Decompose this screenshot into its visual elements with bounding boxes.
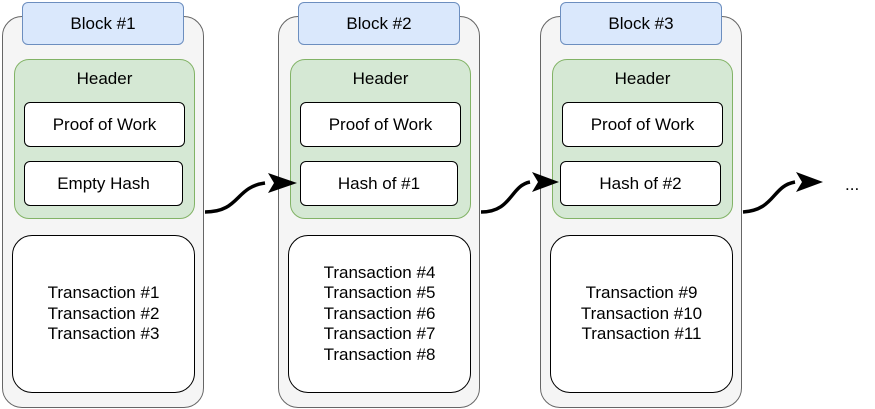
transaction-8: Transaction #8 (323, 344, 436, 364)
block-2-title: Block #2 (298, 2, 460, 45)
block-1-proof-of-work: Proof of Work (24, 102, 185, 147)
transaction-6: Transaction #6 (323, 303, 436, 323)
arrow-block-2-to-block-3 (480, 172, 559, 214)
block-1-header-label: Header (76, 69, 133, 88)
block-3-header-label: Header (614, 69, 671, 88)
transaction-5: Transaction #5 (323, 283, 436, 303)
block-2-header-label: Header (352, 69, 409, 88)
continuation-ellipsis: ... (845, 175, 860, 194)
block-2-proof-of-work: Proof of Work (300, 102, 461, 147)
transaction-11: Transaction #11 (581, 324, 702, 344)
block-2-previous-hash: Hash of #1 (300, 161, 458, 206)
block-3-proof-of-work: Proof of Work (562, 102, 723, 147)
arrow-block-1-to-block-2 (204, 173, 297, 214)
block-3-previous-hash: Hash of #2 (560, 161, 721, 206)
transaction-3: Transaction #3 (47, 324, 160, 344)
block-3-transactions: Transaction #9 Transaction #10 Transacti… (550, 235, 733, 393)
transaction-10: Transaction #10 (580, 303, 703, 323)
transaction-1: Transaction #1 (47, 283, 160, 303)
transaction-7: Transaction #7 (323, 324, 436, 344)
block-1-title: Block #1 (22, 2, 184, 45)
block-3-title: Block #3 (560, 2, 722, 45)
transaction-4: Transaction #4 (323, 262, 436, 282)
block-1-previous-hash: Empty Hash (24, 161, 183, 206)
transaction-2: Transaction #2 (47, 303, 160, 323)
arrow-block-3-to-next (742, 172, 823, 214)
block-1-transactions: Transaction #1 Transaction #2 Transactio… (12, 235, 195, 393)
transaction-9: Transaction #9 (585, 283, 698, 303)
block-2-transactions: Transaction #4 Transaction #5 Transactio… (288, 235, 471, 393)
